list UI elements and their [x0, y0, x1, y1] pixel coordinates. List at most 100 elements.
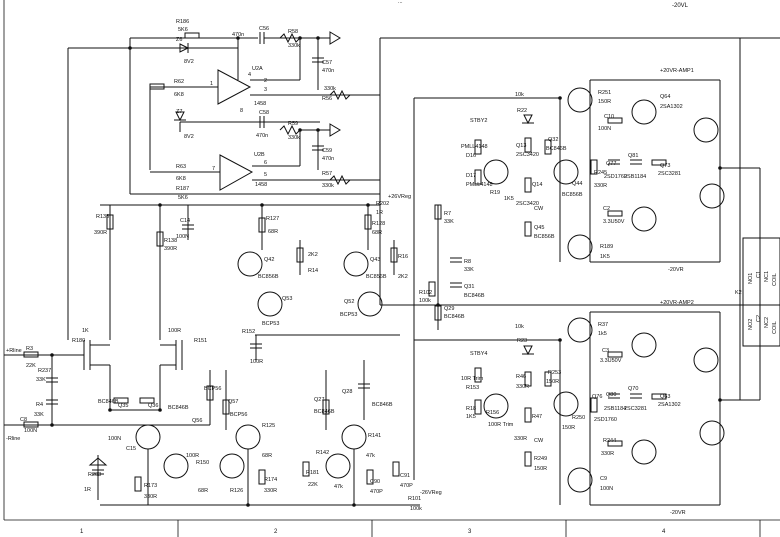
r125-val: 330R — [264, 488, 277, 494]
q35-ref: C15 — [126, 446, 136, 452]
q29-val: 1K5 — [504, 196, 514, 202]
q57-ref: R141 — [368, 433, 381, 439]
q49-val: 100R — [168, 328, 181, 334]
r142-ref: C91 — [400, 473, 410, 479]
r203-val: 100k — [410, 506, 422, 512]
c59-ref: C59 — [322, 148, 332, 154]
u2b-ref: U2B — [254, 152, 265, 158]
c58-ref: C58 — [259, 110, 269, 116]
amp1-driver: STBY2 PMLL4148 D16 D17 PMLL4148 R19 1K5 … — [461, 87, 613, 262]
q52-ref: Q52 — [344, 299, 354, 305]
r244-ref: Q73 — [660, 163, 670, 169]
r23-ref: R253 — [548, 370, 561, 376]
d16-val: 10k — [515, 92, 524, 98]
u2b-pin7: 7 — [212, 166, 215, 172]
r150-val: 330R — [144, 494, 157, 500]
r127-ref: R127 — [266, 216, 279, 222]
u2a-pin4: 4 — [248, 72, 251, 78]
u2a-part: 1458 — [254, 101, 266, 107]
q28-ref: R142 — [316, 450, 329, 456]
q14-val: 150R — [562, 425, 575, 431]
q52-val: BCP53 — [340, 312, 357, 318]
c74-val: 33K — [36, 377, 46, 383]
stby2-label: STBY2 — [470, 118, 487, 124]
q53-val: BCP53 — [262, 321, 279, 327]
r56-ref: R56 — [322, 96, 332, 102]
vreg-bot: -26VReg — [420, 490, 442, 496]
q28-val: 47k — [334, 484, 343, 490]
r179-val: 22K — [26, 363, 36, 369]
q36-ref: R150 — [196, 460, 209, 466]
r56-val: 330k — [324, 86, 336, 92]
r62-ref: R62 — [174, 79, 184, 85]
r138-ref: R138 — [164, 238, 177, 244]
q44-ref: R189 — [600, 244, 613, 250]
r181-ref: R102 — [419, 290, 432, 296]
r126-ref: C90 — [370, 479, 380, 485]
r237-ref: Q57 — [228, 399, 238, 405]
r63-ref: R63 — [176, 164, 186, 170]
c9-val: 2SD1760 — [604, 174, 627, 180]
q30-val: 150R — [598, 99, 611, 105]
r253-ref: C2 — [603, 206, 610, 212]
r102-ref: R153 — [466, 385, 479, 391]
r250-ref: C3 — [602, 348, 609, 354]
r3-val: BCP56 — [204, 386, 221, 392]
opamp-bot-section: C58 470n R59 330k C59 470n Z7 8V2 U2B 6 … — [129, 38, 380, 201]
r58-ref: R58 — [288, 29, 298, 35]
r23-val: 150R — [546, 379, 559, 385]
c10-val: 2SB1184 — [604, 406, 626, 412]
amp1-pos-rail: +20VR-AMP1 — [660, 68, 694, 74]
q43-val: BC856B — [366, 274, 387, 280]
q49-ref: R151 — [194, 338, 207, 344]
amp1-neg-rail: -20VR — [668, 267, 684, 273]
r7-val: PMLL4148 — [466, 182, 493, 188]
c2-val: 2SB1184 — [624, 174, 646, 180]
grid-label-2: 2 — [274, 529, 278, 535]
r250-val: 3.3U50V — [600, 358, 622, 364]
r152-ref: Q36 — [148, 403, 158, 409]
r253-val: 3.3U50V — [603, 219, 625, 225]
r203-ref: R101 — [408, 496, 421, 502]
relay-pin-c1: C1 — [756, 271, 762, 278]
grid-label-4: 4 — [662, 529, 666, 535]
r3-ref: Q56 — [192, 418, 202, 424]
relay-pin-labels: NO1 C1 NC1 COIL NO2 C2 NC2 COIL — [748, 271, 778, 334]
relay-k2: K2 NO1 C1 NC1 COIL NO2 C2 NC2 COIL — [735, 38, 780, 400]
r47-ref: R249 — [534, 456, 547, 462]
r237-val: BCP56 — [230, 412, 247, 418]
grid-label-3: 3 — [468, 529, 472, 535]
u2b-pin5: 5 — [264, 172, 267, 178]
r46-ref: Q45 — [534, 225, 544, 231]
r18-ref: R46 — [516, 374, 526, 380]
u2a-pin1: 1 — [210, 81, 213, 87]
z7-ref: Z7 — [176, 109, 182, 115]
r187-val: 5K6 — [178, 195, 188, 201]
r59-ref: R59 — [288, 121, 298, 127]
amp2-pos-rail: +20VR-AMP2 — [660, 300, 694, 306]
q56-ref: R125 — [262, 423, 275, 429]
c3-ref: Q70 — [628, 386, 638, 392]
q57-val: 47k — [366, 453, 375, 459]
r7-ref: D17 — [466, 173, 476, 179]
amp1-output: +20VR-AMP1 C10 100N C2 3.3U50V R245 330R… — [589, 68, 760, 273]
u2a-pin3: 3 — [264, 87, 267, 93]
top-right-net: -20VL — [672, 3, 689, 9]
r14-ref: R14 — [308, 268, 318, 274]
r153-ref: Q14 — [532, 182, 542, 188]
grid-label-1: 1 — [80, 529, 84, 535]
relay-pin-coil2: COIL — [772, 321, 778, 334]
r58-val: 330k — [288, 43, 300, 49]
relay-pin-coil1: COIL — [772, 273, 778, 286]
trim-cw-2: CW — [534, 438, 544, 444]
r138-val: 390R — [164, 246, 177, 252]
relay-ref: K2 — [735, 290, 742, 296]
q35-val: 100N — [108, 436, 121, 442]
q56-val: 68R — [262, 453, 272, 459]
u2a-pin2: 2 — [264, 78, 267, 84]
r189-val: 2SD1760 — [594, 417, 617, 423]
stby4-label: STBY4 — [470, 351, 487, 357]
r141-val: 22K — [308, 482, 318, 488]
r189-ref: Q76 — [592, 394, 602, 400]
d17-ref: R23 — [517, 338, 527, 344]
